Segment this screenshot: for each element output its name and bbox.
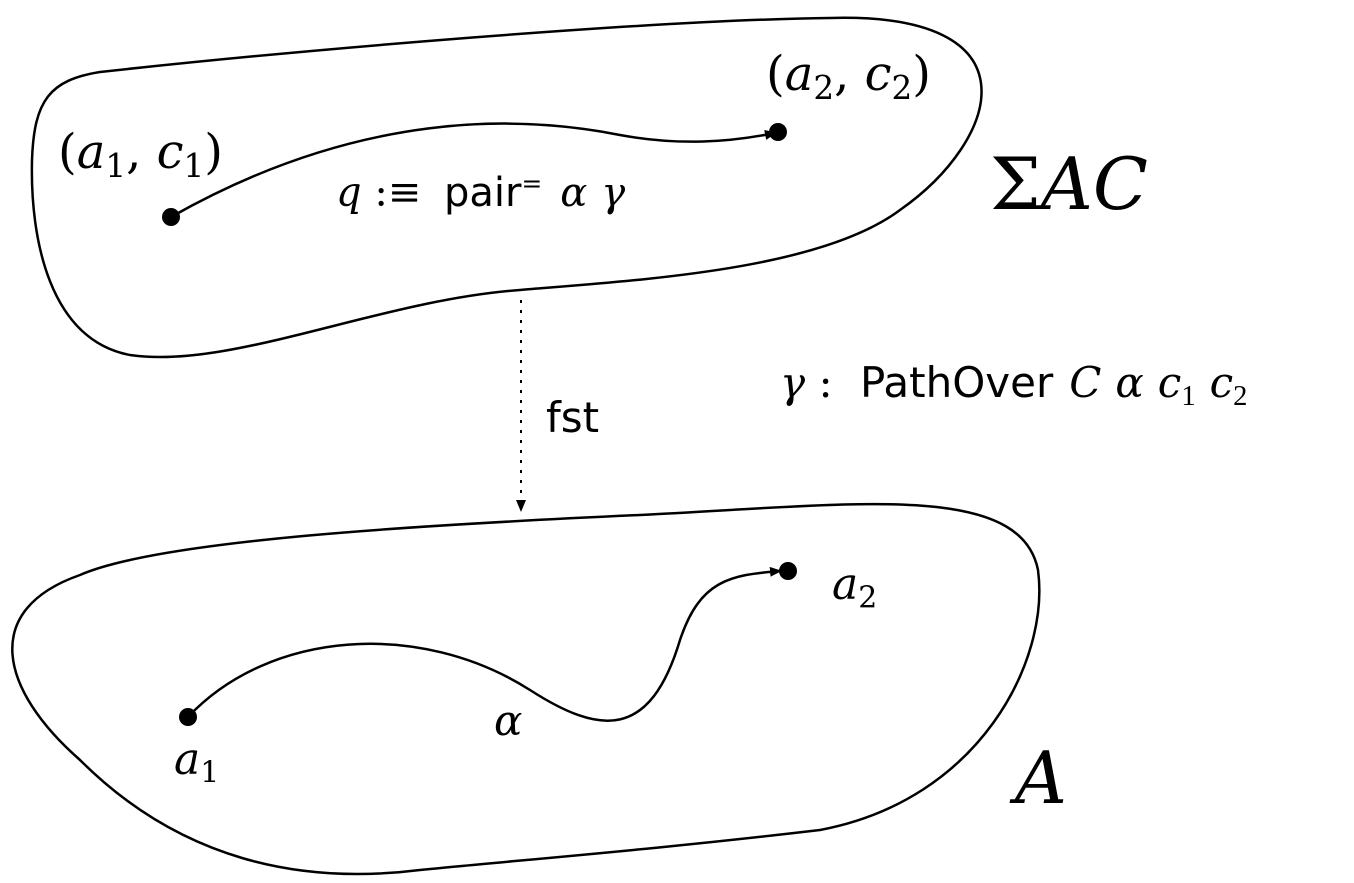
base-end-label: a2	[832, 559, 878, 616]
total-space-path	[170, 122, 777, 219]
total-start-label: (a1, c1)	[58, 124, 224, 186]
total-space-region	[30, 16, 983, 359]
total-start-point	[162, 208, 180, 226]
total-end-label: (a2, c2)	[766, 46, 932, 108]
total-end-point	[769, 123, 787, 141]
base-space-name: A	[1015, 736, 1067, 820]
base-space-region	[11, 502, 1041, 876]
base-start-label: a1	[174, 734, 220, 791]
total-space-name: ΣAC	[990, 142, 1148, 226]
base-start-point	[179, 708, 197, 726]
projection-label: fst	[546, 393, 600, 442]
base-path-label: α	[494, 696, 523, 745]
base-end-point	[779, 562, 797, 580]
base-space-path	[187, 566, 782, 722]
